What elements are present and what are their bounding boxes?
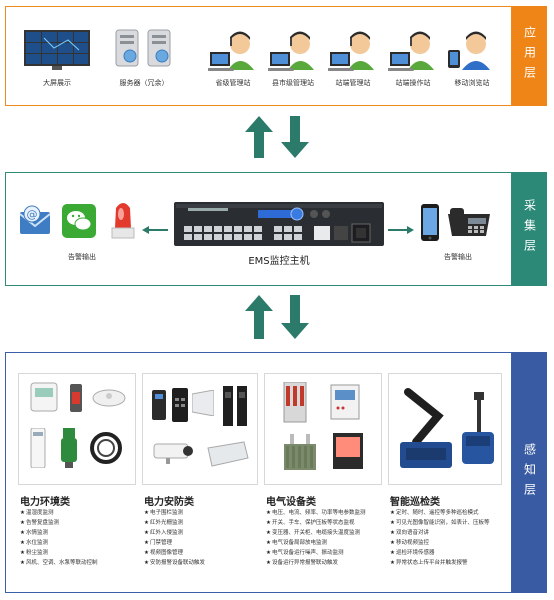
feature-item: ★巡检环境传感器 <box>390 550 435 556</box>
feature-item: ★定时、随时、遥控等多种巡检模式 <box>390 510 479 516</box>
alarm-light-icon <box>108 200 138 244</box>
keypad-icon <box>172 388 188 426</box>
category-title-power-security: 电力安防类 <box>144 497 194 508</box>
category-title-smart-inspection: 智能巡检类 <box>390 497 440 508</box>
protection-relay-icon <box>330 384 360 424</box>
feature-item: ★视频图像管理 <box>144 550 183 556</box>
inspection-robot-arm-icon <box>398 382 454 476</box>
operator-icon <box>208 28 258 76</box>
water-sensor-icon <box>68 384 84 416</box>
feature-item: ★设备运行异常报警联动触发 <box>266 560 338 566</box>
feature-item: ★告警复盘监测 <box>20 520 59 526</box>
app-label-county: 县市级管理站 <box>272 79 314 87</box>
app-label-station-mgmt: 站端管理站 <box>335 79 371 87</box>
app-label-server: 服务器（冗余） <box>119 79 169 87</box>
left-alarm-label: 告警输出 <box>68 253 96 261</box>
feature-item: ★电子围栏监测 <box>144 510 183 516</box>
wechat-icon <box>62 204 96 242</box>
application-layer-label: 应用层 <box>522 26 537 86</box>
feature-item: ★温湿度监测 <box>20 510 54 516</box>
mobile-operator-icon <box>446 28 496 76</box>
feature-list-electrical-equipment: ★电压、电流、频率、功率等电参数监测 ★开关、手车、保护压板等状态监视 ★变压器… <box>266 508 365 568</box>
water-pump-icon <box>58 428 80 472</box>
nvr-device-icon <box>206 440 250 472</box>
feature-item: ★异常状态上传平台并触发报警 <box>390 560 468 566</box>
app-label-videowall: 大屏展示 <box>43 79 71 87</box>
feature-list-power-security: ★电子围栏监测 ★红外光栅监测 ★红外入侵监测 ★门禁管理 ★视频图像管理 ★安… <box>144 508 205 568</box>
feature-item: ★水情监测 <box>20 530 48 536</box>
ems-host-label: EMS监控主机 <box>248 256 310 267</box>
access-panel-icon <box>152 390 166 424</box>
sensing-layer-tab: 感知层 <box>512 352 547 593</box>
infrared-beam-icon <box>222 386 250 430</box>
operator-icon <box>268 28 318 76</box>
cable-coil-icon <box>88 430 124 470</box>
arrow-down-icon <box>281 116 309 162</box>
arrow-left-icon <box>142 219 168 238</box>
feature-item: ★可见光图像智能识别，如表计、压板等 <box>390 520 490 526</box>
ems-host-device-icon <box>174 200 384 252</box>
feature-item: ★变压器、开关柜、电缆接头温度监测 <box>266 530 360 536</box>
smoke-detector-icon <box>92 386 126 412</box>
sensing-layer-label: 感知层 <box>522 442 537 503</box>
videowall-icon <box>24 30 90 74</box>
cctv-camera-icon <box>150 440 194 470</box>
feature-item: ★移动视频监控 <box>390 540 429 546</box>
feature-item: ★开关、手车、保护压板等状态监视 <box>266 520 355 526</box>
phone-icon <box>420 204 440 246</box>
right-alarm-label: 告警输出 <box>444 253 472 261</box>
feature-list-power-environment: ★温湿度监测 ★告警复盘监测 ★水情监测 ★水位监测 ★粉尘监测 ★风机、空调、… <box>20 508 97 568</box>
collection-layer-label: 采集层 <box>522 199 537 259</box>
server-icon <box>112 26 176 76</box>
email-icon: @ <box>18 204 52 242</box>
transformer-icon <box>280 432 320 476</box>
power-meter-icon <box>332 432 364 474</box>
feature-item: ★电气设备运行噪声、振动监测 <box>266 550 344 556</box>
svg-text:@: @ <box>27 208 38 221</box>
operator-icon <box>388 28 438 76</box>
desk-phone-icon <box>446 206 492 242</box>
arrow-up-icon <box>245 295 273 343</box>
arrow-down-icon <box>281 295 309 343</box>
app-label-province: 省级管理站 <box>215 79 251 87</box>
feature-item: ★水位监测 <box>20 540 48 546</box>
feature-item: ★粉尘监测 <box>20 550 48 556</box>
feature-item: ★电气设备局部放电监测 <box>266 540 327 546</box>
collection-layer-tab: 采集层 <box>512 172 547 286</box>
app-label-mobile: 移动浏览站 <box>454 79 490 87</box>
feature-item: ★安防报警设备联动触发 <box>144 560 205 566</box>
feature-item: ★红外入侵监测 <box>144 530 183 536</box>
feature-item: ★红外光栅监测 <box>144 520 183 526</box>
circuit-breaker-icon <box>278 381 312 430</box>
feature-item: ★门禁管理 <box>144 540 172 546</box>
feature-item: ★双向语音对讲 <box>390 530 429 536</box>
temp-humidity-sensor-icon <box>30 382 58 416</box>
air-conditioner-icon <box>30 427 46 472</box>
feature-item: ★电压、电流、频率、功率等电参数监测 <box>266 510 366 516</box>
app-label-station-op: 站端操作站 <box>395 79 431 87</box>
application-layer-tab: 应用层 <box>512 6 547 106</box>
feature-item: ★风机、空调、水泵等联动控制 <box>20 560 98 566</box>
feature-list-smart-inspection: ★定时、随时、遥控等多种巡检模式 ★可见光图像智能识别，如表计、压板等 ★双向语… <box>390 508 489 568</box>
inspection-robot-icon <box>460 392 496 472</box>
category-title-electrical-equipment: 电气设备类 <box>266 497 316 508</box>
category-title-power-environment: 电力环境类 <box>20 497 70 508</box>
operator-icon <box>328 28 378 76</box>
card-reader-icon <box>191 389 215 420</box>
arrow-right-icon <box>388 219 414 238</box>
arrow-up-icon <box>245 116 273 162</box>
